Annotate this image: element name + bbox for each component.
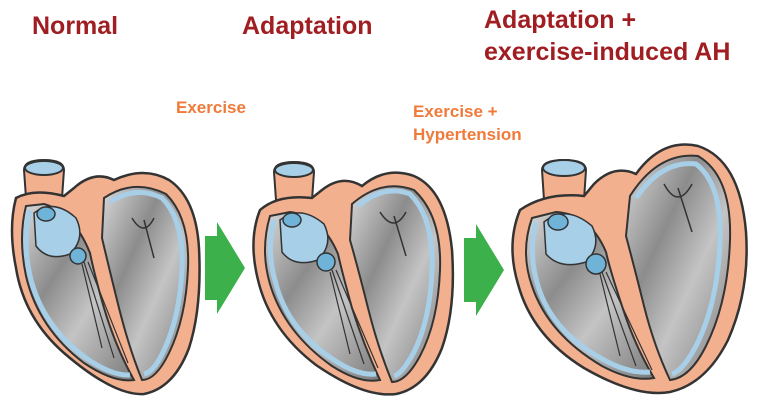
arrow-right-icon xyxy=(205,222,245,314)
heart-adaptation-ah-icon xyxy=(506,140,768,398)
stimulus-exercise: Exercise xyxy=(176,96,246,119)
stimulus-line1: Exercise + xyxy=(413,100,522,123)
title-adaptation-ah-line2: exercise-induced AH xyxy=(484,36,730,68)
title-normal: Normal xyxy=(32,10,118,42)
heart-normal-icon xyxy=(4,158,209,398)
arrow-right-icon xyxy=(464,224,504,316)
title-adaptation-ah: Adaptation + exercise-induced AH xyxy=(484,4,730,68)
title-adaptation-ah-line1: Adaptation + xyxy=(484,4,730,36)
title-adaptation: Adaptation xyxy=(242,10,373,42)
heart-adaptation-icon xyxy=(246,160,461,400)
